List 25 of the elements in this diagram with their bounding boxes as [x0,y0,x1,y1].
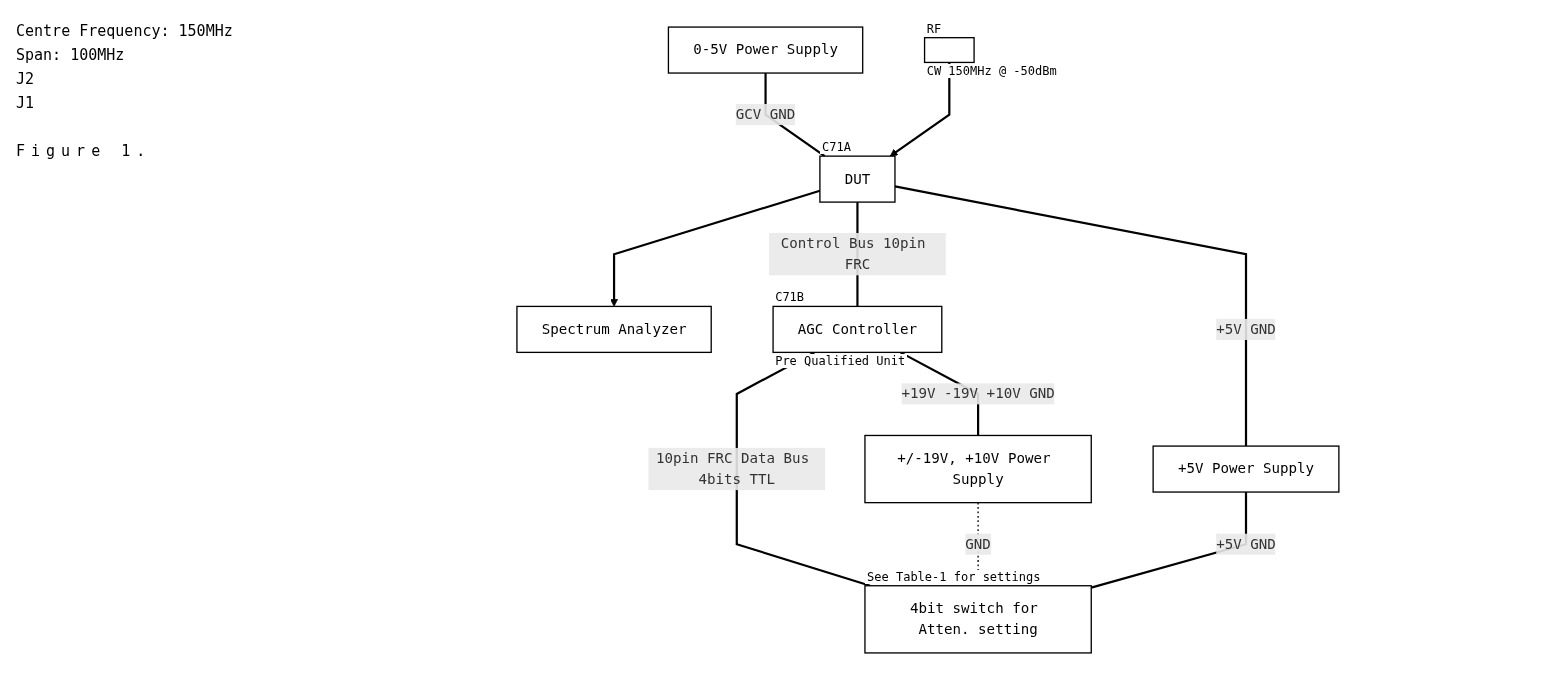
node-annotation: C71A [820,140,853,155]
node-box: 4bit switch for Atten. setting [864,585,1092,654]
node-annotation: RF [924,21,944,36]
node-box: +/-19V, +10V Power Supply [864,434,1092,504]
node-annotation: Pre Qualified Unit [773,354,908,369]
note-label: Centre Frequency: 150MHz [16,22,234,40]
node-box: 0-5V Power Supply [667,26,864,74]
edge-label: +5V GND [1216,320,1276,338]
node-box: DUT [819,155,896,203]
node-box: +5V Power Supply [1152,445,1340,493]
node-box: AGC Controller [772,305,943,354]
node-annotation: See Table-1 for settings [865,569,1043,584]
note-label: Span: 100MHz [16,46,126,64]
figure-caption: Figure 1. [16,142,153,160]
edge-label: GND [965,535,991,553]
node-annotation: CW 150MHz @ -50dBm [924,64,1059,79]
node-box: Spectrum Analyzer [516,305,712,354]
note-label: J1 [16,94,36,112]
note-label: J2 [16,70,36,88]
edge-label: 10pin FRC Data Bus 4bits TTL [655,449,810,488]
edge-label: +19V -19V +10V GND [901,385,1055,402]
node-box [924,37,975,64]
edge-label: Control Bus 10pin FRC [780,234,926,273]
edge-label: +5V GND [1216,535,1276,553]
edge-label: GCV GND [735,105,796,123]
